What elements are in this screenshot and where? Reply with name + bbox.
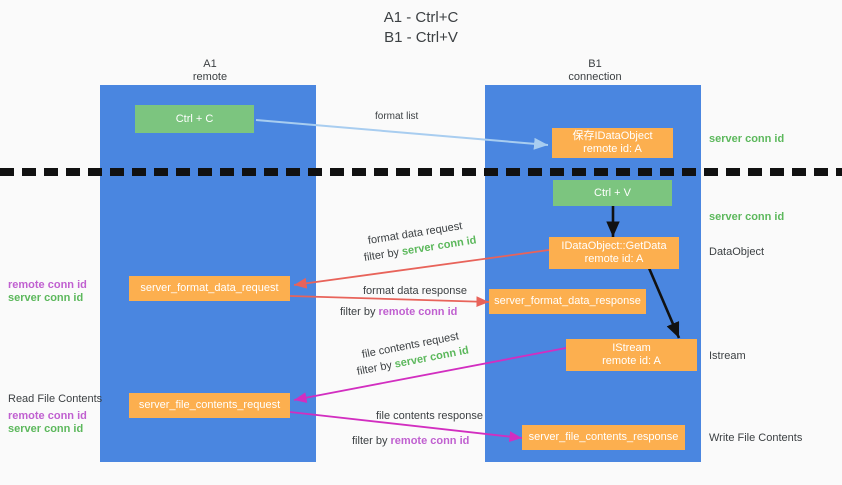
box-save-idataobject: 保存IDataObject remote id: A (552, 128, 673, 158)
box-server-file-contents-response-label: server_file_contents_response (528, 431, 679, 443)
box-istream: IStream remote id: A (566, 339, 697, 371)
read-file-contents-text: Read File Contents (8, 393, 103, 405)
edge-label-file-contents-response-text: file contents response (376, 410, 484, 422)
panel-right-name: B1 (588, 58, 602, 70)
edge-label-format-data-response-text: format data response (363, 285, 467, 297)
arrow-getdata-to-istream (647, 267, 681, 339)
divider-dashed-line (0, 168, 842, 176)
side-label-left-conn-ids-1: remote conn id server conn id (8, 279, 87, 305)
title-line-2: B1 - Ctrl+V (384, 29, 458, 46)
box-server-file-contents-request-label: server_file_contents_request (138, 399, 281, 411)
right-server-conn-id-1: server conn id (709, 133, 785, 145)
side-label-server-conn-id-top: server conn id (709, 132, 784, 146)
box-ctrl-c: Ctrl + C (135, 105, 254, 133)
remote-conn-id-text-1: remote conn id (378, 306, 458, 318)
edge-label-format-data-response: format data response (363, 284, 467, 298)
box-server-format-data-request-label: server_format_data_request (140, 282, 279, 294)
box-ctrl-v-label: Ctrl + V (594, 186, 631, 199)
arrow-file-contents-response (289, 411, 523, 442)
write-file-contents-text: Write File Contents (709, 432, 803, 444)
arrow-format-data-response (289, 295, 490, 308)
side-label-read-file-contents: Read File Contents remote conn id server… (8, 393, 102, 436)
left-remote-conn-id-2: remote conn id (8, 410, 87, 422)
edge-label-file-contents-response-filter: filter by remote conn id (352, 434, 469, 448)
arrow-file-contents-request (293, 347, 567, 403)
box-server-format-data-response-label: server_format_data_response (494, 295, 641, 307)
box-ctrl-v: Ctrl + V (553, 180, 672, 206)
arrow-format-data-request (293, 249, 550, 289)
left-server-conn-id-2: server conn id (8, 423, 84, 435)
panel-left-sub: remote (192, 71, 228, 83)
panel-header-right: B1 connection (525, 58, 665, 84)
diagram-title: A1 - Ctrl+C B1 - Ctrl+V (0, 8, 842, 48)
box-ctrl-c-label: Ctrl + C (175, 112, 214, 125)
box-server-format-data-response: server_format_data_response (489, 289, 646, 314)
panel-header-left: A1 remote (140, 58, 280, 84)
box-server-format-data-request: server_format_data_request (129, 276, 290, 301)
panel-right-sub: connection (568, 71, 622, 83)
side-label-dataobject: DataObject (709, 245, 764, 259)
box-getdata-line1: IDataObject::GetData (561, 240, 667, 252)
edge-label-file-contents-response: file contents response (376, 409, 483, 423)
side-label-write-file-contents: Write File Contents (709, 431, 802, 445)
left-remote-conn-id-1: remote conn id (8, 279, 87, 291)
filter-by-text-4: filter by (352, 435, 391, 447)
box-istream-line1: IStream (612, 342, 651, 354)
title-line-1: A1 - Ctrl+C (383, 9, 459, 26)
box-server-file-contents-response: server_file_contents_response (522, 425, 685, 450)
box-istream-line2: remote id: A (602, 355, 661, 367)
side-label-istream: Istream (709, 349, 746, 363)
arrow-format-list (255, 119, 549, 150)
box-idataobject-getdata: IDataObject::GetData remote id: A (549, 237, 679, 269)
left-server-conn-id-1: server conn id (8, 292, 84, 304)
edge-label-format-list: format list (375, 110, 418, 124)
edge-label-format-list-text: format list (375, 111, 419, 122)
box-save-idataobject-line2: remote id: A (583, 143, 642, 155)
dataobject-text: DataObject (709, 246, 765, 258)
box-server-file-contents-request: server_file_contents_request (129, 393, 290, 418)
filter-by-text-2: filter by (340, 306, 379, 318)
box-save-idataobject-line1: 保存IDataObject (572, 130, 653, 142)
edge-label-format-data-response-filter: filter by remote conn id (340, 305, 457, 319)
istream-text: Istream (709, 350, 746, 362)
right-server-conn-id-2: server conn id (709, 211, 785, 223)
box-getdata-line2: remote id: A (584, 253, 644, 265)
side-label-server-conn-id-second: server conn id (709, 210, 784, 224)
remote-conn-id-text-2: remote conn id (390, 435, 470, 447)
panel-left-name: A1 (203, 58, 217, 70)
